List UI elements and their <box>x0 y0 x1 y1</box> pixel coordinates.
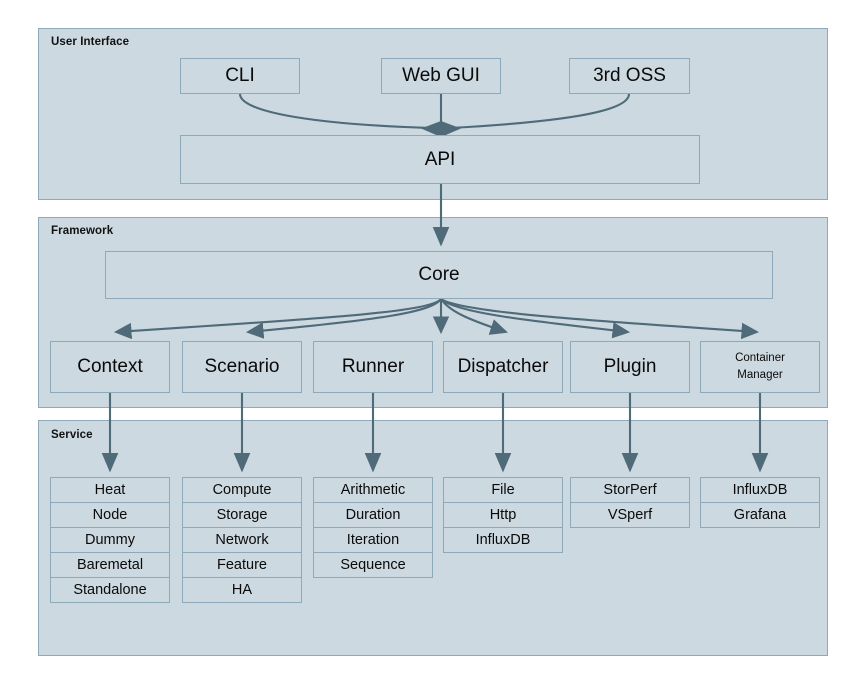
node-container-manager[interactable]: Container Manager <box>700 341 820 393</box>
service-item[interactable]: Arithmetic <box>313 477 433 503</box>
service-item[interactable]: File <box>443 477 563 503</box>
node-container-manager-line2: Manager <box>737 369 783 381</box>
service-item[interactable]: Iteration <box>313 527 433 553</box>
service-item[interactable]: Storage <box>182 502 302 528</box>
service-item[interactable]: Baremetal <box>50 552 170 578</box>
node-context[interactable]: Context <box>50 341 170 393</box>
service-item[interactable]: Node <box>50 502 170 528</box>
node-core[interactable]: Core <box>105 251 773 299</box>
service-item[interactable]: Standalone <box>50 577 170 603</box>
panel-title-user-interface: User Interface <box>51 36 130 48</box>
service-item[interactable]: Feature <box>182 552 302 578</box>
service-item[interactable]: Sequence <box>313 552 433 578</box>
node-web-gui[interactable]: Web GUI <box>381 58 501 94</box>
node-runner[interactable]: Runner <box>313 341 433 393</box>
service-item[interactable]: Compute <box>182 477 302 503</box>
service-item[interactable]: Duration <box>313 502 433 528</box>
service-item[interactable]: Network <box>182 527 302 553</box>
service-item[interactable]: HA <box>182 577 302 603</box>
service-item[interactable]: InfluxDB <box>700 477 820 503</box>
service-item[interactable]: StorPerf <box>570 477 690 503</box>
node-plugin[interactable]: Plugin <box>570 341 690 393</box>
service-item[interactable]: InfluxDB <box>443 527 563 553</box>
panel-title-service: Service <box>51 429 93 441</box>
node-scenario[interactable]: Scenario <box>182 341 302 393</box>
node-container-manager-line1: Container <box>735 352 785 365</box>
service-item[interactable]: Http <box>443 502 563 528</box>
service-item[interactable]: Heat <box>50 477 170 503</box>
node-3rd-oss[interactable]: 3rd OSS <box>569 58 690 94</box>
node-dispatcher[interactable]: Dispatcher <box>443 341 563 393</box>
node-cli[interactable]: CLI <box>180 58 300 94</box>
panel-title-framework: Framework <box>51 225 114 237</box>
service-item[interactable]: VSperf <box>570 502 690 528</box>
service-item[interactable]: Grafana <box>700 502 820 528</box>
node-api[interactable]: API <box>180 135 700 184</box>
service-item[interactable]: Dummy <box>50 527 170 553</box>
